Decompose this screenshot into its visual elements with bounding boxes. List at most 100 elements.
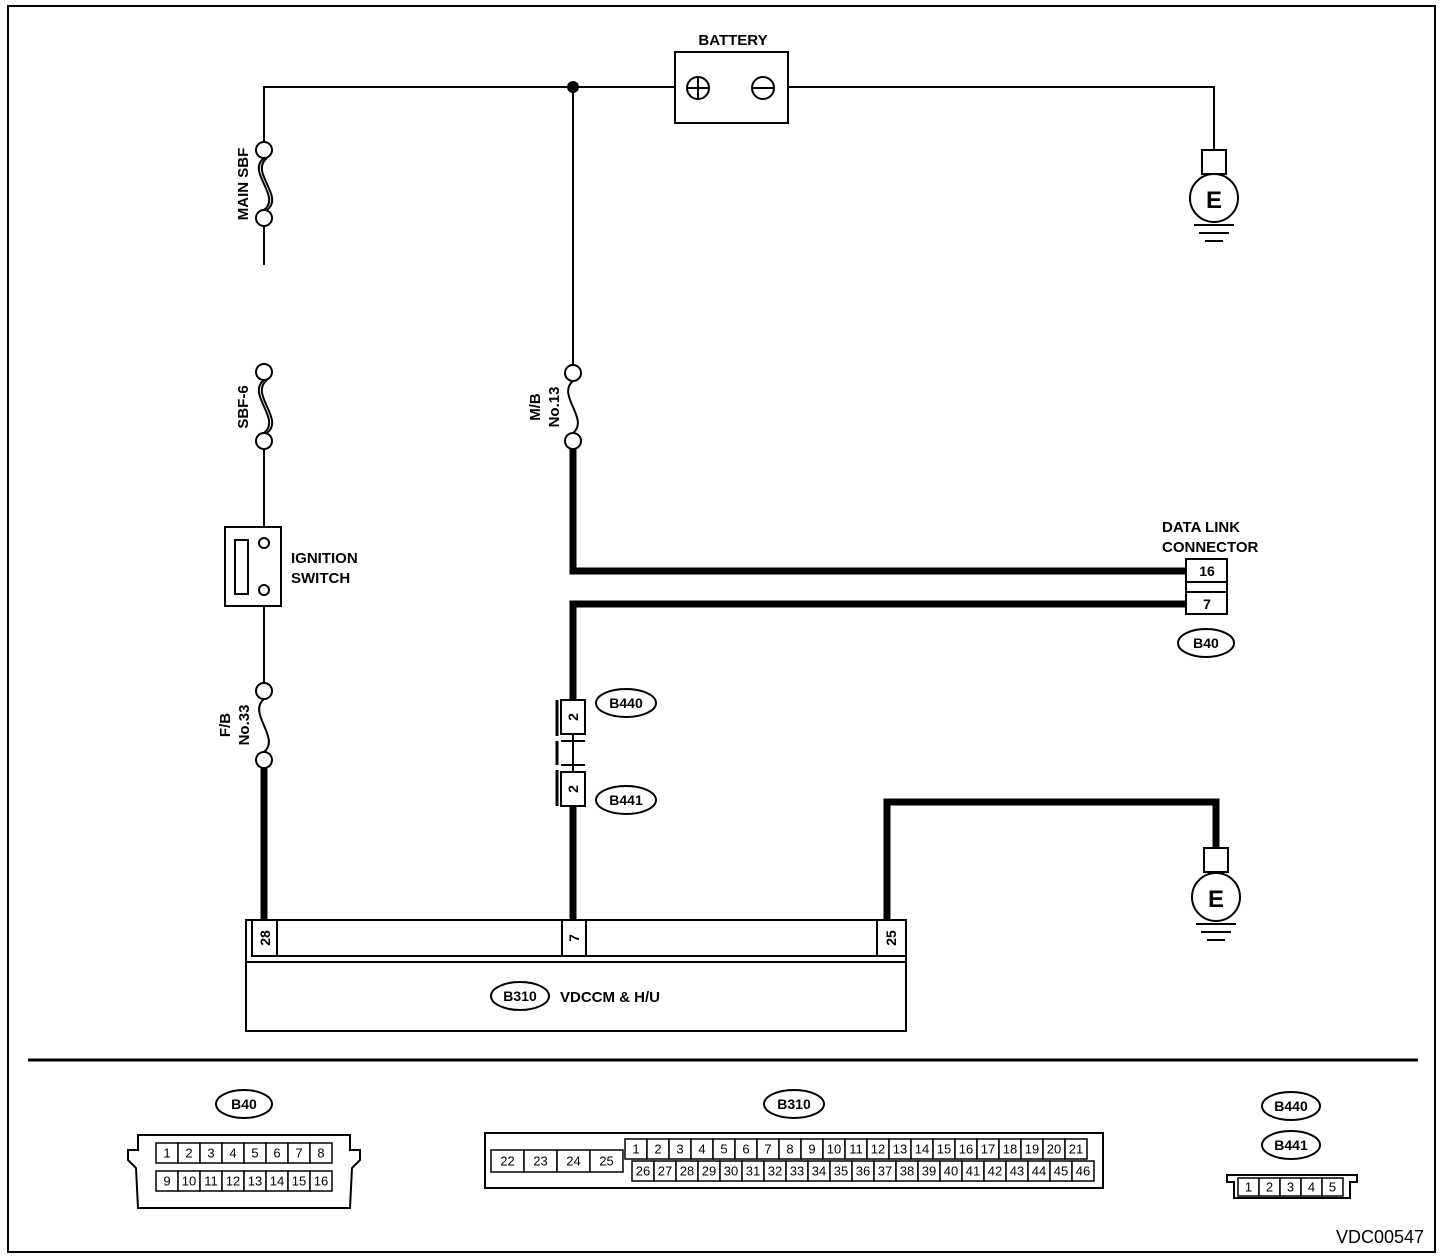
fb-33-label-1: F/B [217,713,234,737]
ground-icon: E [1191,847,1241,941]
pin-number: 15 [292,1174,306,1189]
pin-number: 4 [698,1142,705,1157]
battery-minus-icon [751,76,775,100]
pin-number: 10 [182,1174,196,1189]
fuse-main-sbf: MAIN SBF [235,141,274,227]
pin-cell [1321,1177,1344,1197]
b440-face-tag-oval [1261,1091,1321,1121]
pin-cell [589,1149,624,1173]
data-link-label-2: CONNECTOR [1162,539,1259,556]
pin-number: 8 [786,1142,793,1157]
pin-number: 44 [1032,1164,1046,1179]
module-pin-7: 7 [566,934,582,942]
pin-number: 2 [1266,1180,1273,1195]
module-pin-25: 25 [883,930,899,946]
pin-number: 11 [204,1174,218,1189]
inline-connector-b440-b441: 2 2 B440 B441 [555,688,657,815]
pin-number: 34 [812,1164,826,1179]
pin-number: 30 [724,1164,738,1179]
pin-number: 14 [270,1174,284,1189]
pin-number: 11 [849,1142,863,1157]
pin-number: 5 [251,1146,258,1161]
pin-number: 5 [1329,1180,1336,1195]
pin-number: 36 [856,1164,870,1179]
module-tag: B310 [503,988,537,1004]
thick-wires [260,449,1220,920]
b310-face-tag: B310 [777,1096,811,1112]
pin-number: 38 [900,1164,914,1179]
pin-number: 2 [654,1142,661,1157]
pin-number: 26 [636,1164,650,1179]
b441-tag-oval [595,785,657,815]
fuse-fb-33: F/B No.33 [217,682,273,769]
pin-number: 1 [163,1146,170,1161]
pin-number: 5 [720,1142,727,1157]
pin-number: 1 [1245,1180,1252,1195]
fb-33-label-2: No.33 [236,705,253,746]
pin-number: 3 [676,1142,683,1157]
battery-plus-icon [686,76,710,100]
pin-number: 18 [1003,1142,1017,1157]
mb-13-label-1: M/B [527,393,544,421]
pin-number: 3 [1287,1180,1294,1195]
frame-border [7,5,1436,1253]
pin-number: 42 [988,1164,1002,1179]
b310-face-tag-oval [763,1089,825,1119]
module-name: VDCCM & H/U [560,989,660,1006]
pin-number: 6 [742,1142,749,1157]
b441-pin: 2 [565,785,581,793]
pin-number: 24 [566,1154,580,1169]
ground-icon: E [1189,149,1239,242]
pin-number: 3 [207,1146,214,1161]
pin-cell [309,1142,333,1164]
pin-number: 27 [658,1164,672,1179]
pin-number: 13 [248,1174,262,1189]
pin-number: 16 [314,1174,328,1189]
pin-number: 29 [702,1164,716,1179]
data-link-tag: B40 [1193,635,1219,651]
pin-number: 23 [533,1154,547,1169]
pin-number: 4 [229,1146,236,1161]
pin-number: 1 [632,1142,639,1157]
pin-number: 31 [746,1164,760,1179]
pin-number: 15 [937,1142,951,1157]
pin-cell [309,1170,333,1192]
figure-id: VDC00547 [1336,1227,1424,1247]
pin-number: 32 [768,1164,782,1179]
pin-number: 22 [500,1154,514,1169]
b440-tag-oval [595,688,657,718]
data-link-box [1185,558,1228,615]
battery: BATTERY [674,32,789,124]
pin-number: 9 [808,1142,815,1157]
pin-number: 20 [1047,1142,1061,1157]
pin-number: 40 [944,1164,958,1179]
ignition-label-1: IGNITION [291,550,358,567]
pin-number: 12 [226,1174,240,1189]
pin-number: 21 [1069,1142,1083,1157]
main-sbf-label: MAIN SBF [235,148,252,221]
data-link-connector: DATA LINK CONNECTOR 16 7 B40 [1162,519,1259,658]
data-link-pin-16: 16 [1199,563,1215,579]
b441-face-tag: B441 [1274,1137,1308,1153]
b310-tag-oval [490,981,550,1011]
pin-cell [1064,1138,1088,1160]
pin-number: 2 [185,1146,192,1161]
b440-face-tag: B440 [1274,1098,1308,1114]
b440-pin: 2 [565,713,581,721]
ignition-label-2: SWITCH [291,570,350,587]
pin-number: 46 [1076,1164,1090,1179]
pin-number: 25 [599,1154,613,1169]
ignition-switch: IGNITION SWITCH [224,526,358,607]
pin-number: 12 [871,1142,885,1157]
pin-number: 17 [981,1142,995,1157]
pin-number: 6 [273,1146,280,1161]
pin-number: 14 [915,1142,929,1157]
pin-number: 9 [163,1174,170,1189]
pin-number: 7 [764,1142,771,1157]
battery-label: BATTERY [698,32,767,49]
